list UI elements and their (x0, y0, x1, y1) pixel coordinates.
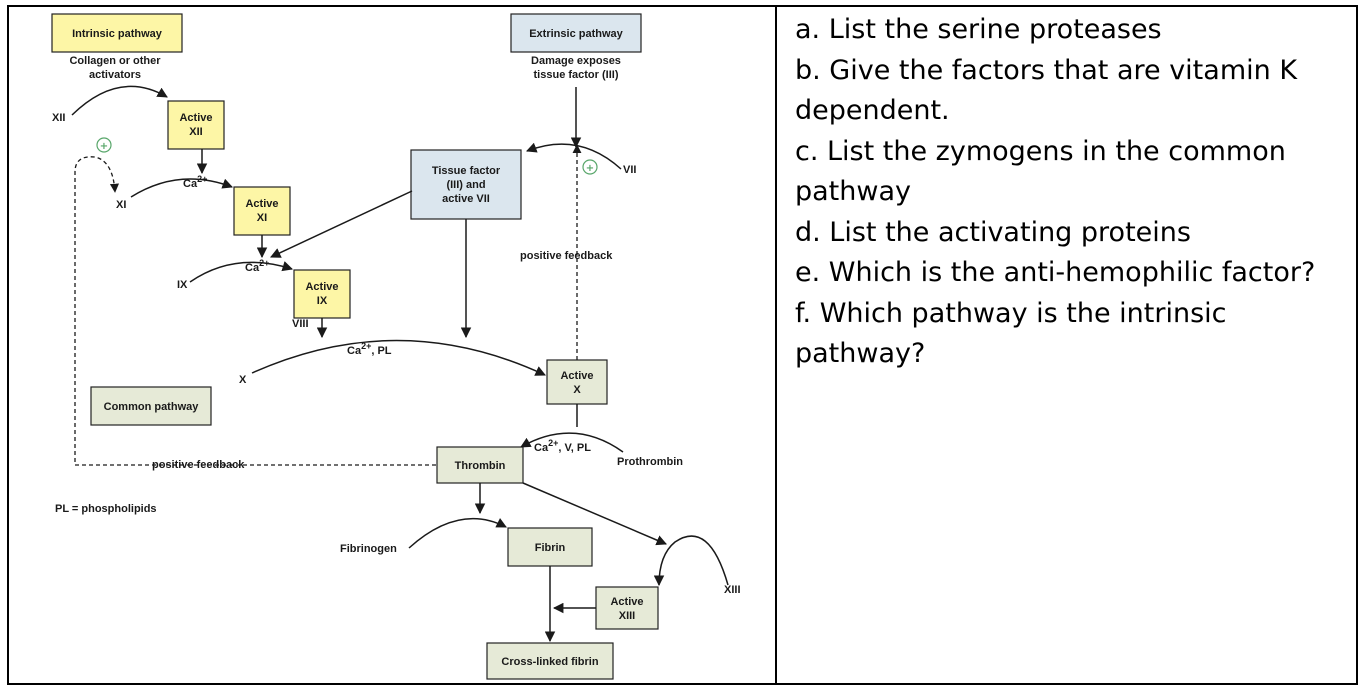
xi-activation-arrow (130, 178, 233, 198)
active-x-label-2: X (573, 384, 581, 396)
active-xii-box (167, 100, 225, 150)
common-pathway-label: Common pathway (104, 401, 200, 413)
damage-label-1: Damage exposes (531, 55, 621, 67)
plus-marker-left (96, 137, 112, 153)
collagen-label-1: Collagen or other (69, 55, 161, 67)
fibrin-label: Fibrin (535, 542, 566, 554)
active-xi-label-2: XI (257, 212, 267, 224)
phospholipids-legend: PL = phospholipids (55, 503, 157, 515)
active-ix-label-2: IX (317, 295, 328, 307)
calcium-label-2: Ca2+ (245, 258, 269, 274)
factor-x-label: X (239, 374, 247, 386)
fibrinogen-activation-arrow (408, 517, 507, 549)
collagen-label-2: activators (89, 69, 141, 81)
question-c: c. List the zymogens in the common pathw… (795, 135, 1286, 208)
intrinsic-pathway-label: Intrinsic pathway (72, 28, 163, 40)
x-activation-arrow (251, 339, 546, 376)
calcium-label-1: Ca2+ (183, 174, 207, 190)
ix-activation-arrow (189, 261, 294, 283)
prothrombin-activation-arrow (520, 432, 624, 453)
active-xi-label-1: Active (245, 198, 278, 210)
thrombin-to-xiii-arrow (522, 482, 667, 546)
calcium-pl-label: Ca2+, PL (347, 341, 392, 357)
column-divider (775, 5, 777, 685)
active-xii-label-1: Active (179, 112, 212, 124)
prothrombin-label: Prothrombin (617, 456, 683, 468)
table-frame (7, 5, 1358, 685)
vii-activation-arrow (526, 142, 622, 170)
fibrin-box (507, 527, 593, 567)
tissue-factor-label-1: Tissue factor (432, 165, 501, 177)
cross-linked-fibrin-box (486, 642, 614, 680)
fibrinogen-label: Fibrinogen (340, 543, 397, 555)
factor-xi-label: XI (116, 199, 126, 211)
question-d: d. List the activating proteins (795, 216, 1191, 248)
active-xiii-label-2: XIII (619, 610, 636, 622)
active-xiii-label-1: Active (610, 596, 643, 608)
active-ix-label-1: Active (305, 281, 338, 293)
extrinsic-pathway-label: Extrinsic pathway (529, 28, 623, 40)
question-f: f. Which pathway is the intrinsic pathwa… (795, 297, 1227, 370)
plus-marker-right (582, 159, 598, 175)
tissue-factor-label-2: (III) and (446, 179, 485, 191)
factor-xii-label: XII (52, 112, 65, 124)
question-a: a. List the serine proteases (795, 14, 1162, 45)
tissue-factor-to-ix-arrow (270, 190, 413, 258)
active-xii-label-2: XII (189, 126, 202, 138)
xii-activation-arrow (71, 85, 168, 116)
active-xi-box (233, 186, 291, 236)
factor-ix-label: IX (177, 279, 188, 291)
xiii-activation-arrow (653, 535, 729, 587)
calcium-v-pl-label: Ca2+, V, PL (534, 438, 591, 454)
damage-label-2: tissue factor (III) (534, 69, 619, 81)
active-x-label-1: Active (560, 370, 593, 382)
tissue-factor-label-3: active VII (442, 193, 490, 205)
active-xiii-box (595, 586, 659, 630)
coagulation-cascade-diagram: Intrinsic pathway Extrinsic pathway Acti… (9, 7, 775, 683)
thrombin-label: Thrombin (455, 460, 506, 472)
question-b: b. Give the factors that are vitamin K d… (795, 54, 1298, 127)
plus-sign-right: + (586, 163, 594, 174)
positive-feedback-horizontal-label: positive feedback (152, 459, 245, 471)
active-ix-box (293, 269, 351, 319)
factor-vii-label: VII (623, 164, 636, 176)
questions-panel: a. List the serine proteases b. Give the… (795, 10, 1350, 375)
positive-feedback-horizontal-line (74, 156, 436, 466)
tissue-factor-box (410, 149, 522, 220)
factor-viii-label: VIII (292, 318, 309, 330)
question-e: e. Which is the anti-hemophilic factor? (795, 257, 1316, 288)
active-x-box (546, 359, 608, 405)
plus-sign-left: + (100, 141, 108, 152)
intrinsic-pathway-box (51, 13, 183, 53)
extrinsic-pathway-box (510, 13, 642, 53)
cross-linked-fibrin-label: Cross-linked fibrin (501, 656, 598, 668)
factor-xiii-label: XIII (724, 584, 741, 596)
positive-feedback-vertical-label: positive feedback (520, 250, 613, 262)
common-pathway-box (90, 386, 212, 426)
